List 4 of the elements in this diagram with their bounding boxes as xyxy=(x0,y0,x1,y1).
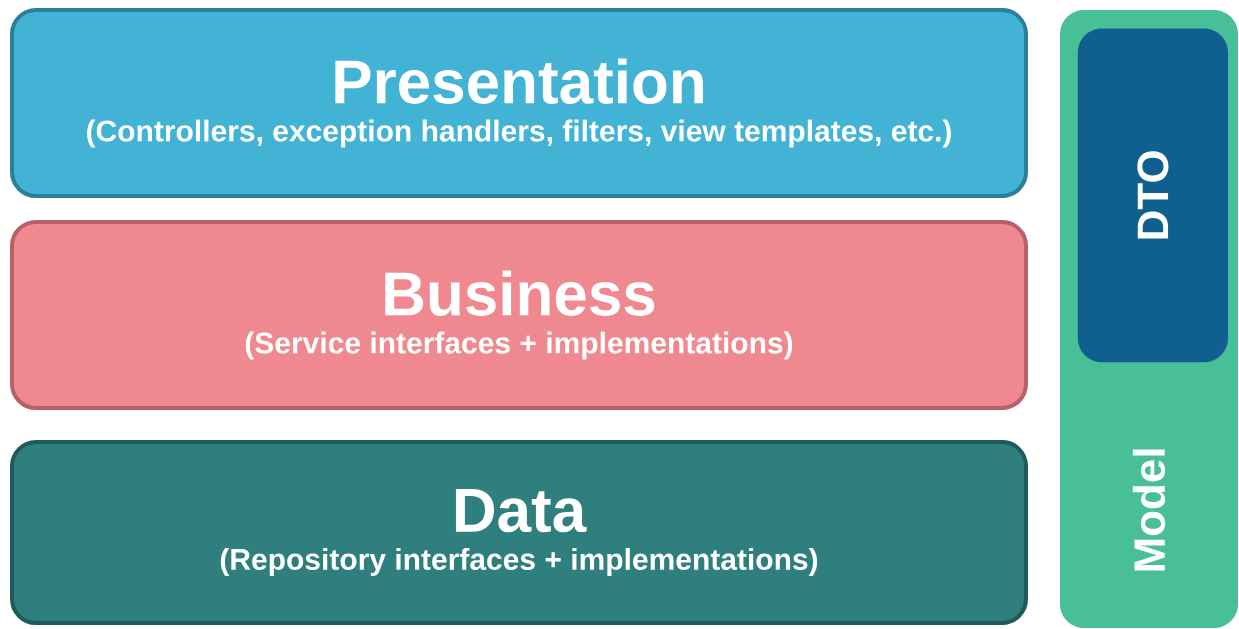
dto-box: DTO xyxy=(1077,28,1228,363)
layer-box: Data (Repository interfaces + implementations) xyxy=(10,440,1028,625)
layer-box: Business (Service interfaces + implementations) xyxy=(10,220,1028,410)
layer-box: Presentation (Controllers, exception handlers, filters, view templates, etc.) xyxy=(10,8,1028,198)
